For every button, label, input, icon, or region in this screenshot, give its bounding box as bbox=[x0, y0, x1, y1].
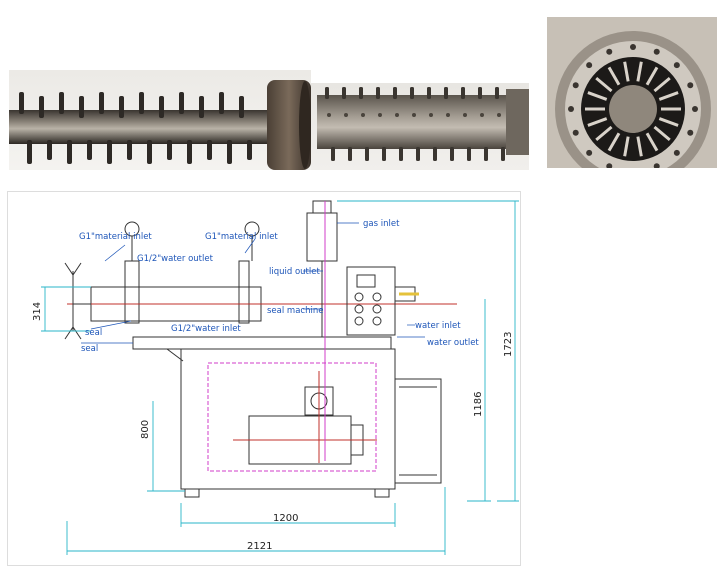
dim-1723: 1723 bbox=[503, 332, 514, 357]
label-water-outlet: water outlet bbox=[427, 338, 479, 348]
label-g12-water-inlet: G1/2"water inlet bbox=[171, 324, 241, 334]
foot-left bbox=[184, 488, 200, 498]
foot-right bbox=[374, 488, 390, 498]
dim-2121: 2121 bbox=[247, 541, 272, 552]
chamber-end-view-photo bbox=[547, 17, 717, 168]
technical-drawing: G1"material inlet G1/2"water outlet G1"m… bbox=[7, 191, 521, 566]
motor-window bbox=[207, 362, 377, 472]
dimension-lines bbox=[41, 200, 519, 555]
dim-1186: 1186 bbox=[473, 392, 484, 417]
handwheel-icon bbox=[64, 262, 91, 340]
pin-rotor-photo bbox=[9, 70, 311, 170]
label-liquid-outlet: liquid outlet bbox=[269, 267, 320, 277]
label-g12-water-outlet: G1/2"water outlet bbox=[137, 254, 214, 264]
label-water-inlet: water inlet bbox=[415, 321, 461, 331]
dim-1200: 1200 bbox=[273, 513, 298, 524]
machine-drawing-svg: G1"material inlet G1/2"water outlet G1"m… bbox=[7, 191, 521, 566]
label-g1-material-inlet-left: G1"material inlet bbox=[79, 232, 152, 242]
label-seal-machine: seal machine bbox=[267, 306, 323, 316]
base-cabinet bbox=[180, 348, 396, 490]
dim-314: 314 bbox=[32, 302, 43, 321]
label-gas-inlet: gas inlet bbox=[363, 219, 400, 229]
label-g1-material-inlet-right: G1"material inlet bbox=[205, 232, 278, 242]
platform bbox=[132, 336, 392, 350]
control-box bbox=[346, 266, 396, 336]
sleeve-shaft-photo bbox=[311, 83, 529, 170]
fan-cover bbox=[394, 378, 442, 484]
dim-800: 800 bbox=[140, 420, 151, 439]
label-seal-2: seal bbox=[81, 344, 98, 354]
label-seal-1: seal bbox=[85, 328, 102, 338]
seal-tank bbox=[306, 212, 338, 262]
